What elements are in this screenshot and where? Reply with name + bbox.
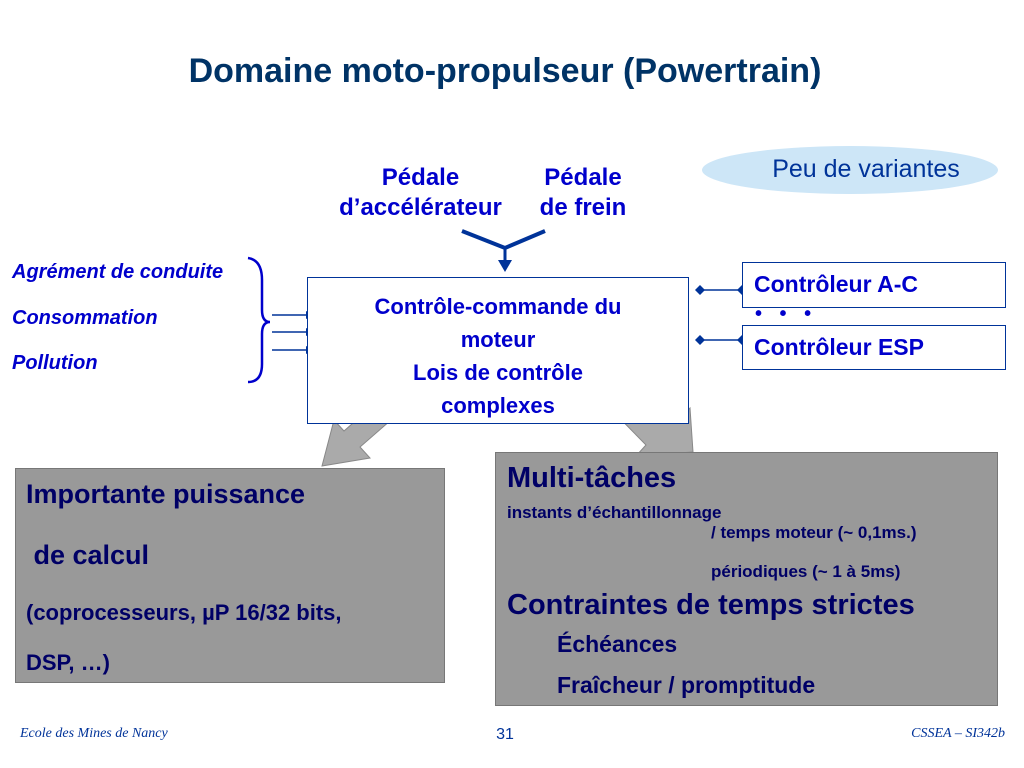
controller-esp-box: Contrôleur ESP <box>742 325 1006 370</box>
input-brace <box>247 256 271 384</box>
periodic-text: périodiques (~ 1 à 5ms) <box>711 562 901 581</box>
computing-power-box <box>15 468 445 683</box>
pedal-down-arrowhead <box>498 260 512 272</box>
input-label-agrement: Agrément de conduite <box>12 261 224 283</box>
controller-links <box>695 285 747 345</box>
computing-power-line2: de calcul <box>26 540 150 570</box>
input-label-pollution: Pollution <box>12 352 98 374</box>
engine-control-box: Contrôle-commande du moteur Lois de cont… <box>307 277 689 424</box>
slide-title: Domaine moto-propulseur (Powertrain) <box>188 52 822 90</box>
engine-box-line3: Lois de contrôle <box>413 360 583 385</box>
brake-pedal-label: Pédale de frein <box>528 163 638 223</box>
strict-timing-heading: Contraintes de temps strictes <box>507 589 915 621</box>
freshness-item: Fraîcheur / promptitude <box>557 672 816 698</box>
timing-constraints-box <box>495 452 998 706</box>
sampling-instants-text: instants d’échantillonnage <box>507 503 722 522</box>
footer-course: CSSEA – SI342b <box>911 726 1005 741</box>
pedal-merge-connector <box>461 229 546 251</box>
engine-box-line4: complexes <box>441 393 555 418</box>
variants-badge-text: Peu de variantes <box>772 155 960 183</box>
brake-pedal-line2: de frein <box>539 194 627 221</box>
controller-ellipsis: • • • <box>755 303 818 325</box>
variants-badge-bg <box>702 146 998 194</box>
accelerator-pedal-line1: Pédale <box>381 164 460 191</box>
multitask-heading: Multi-tâches <box>507 462 677 494</box>
accelerator-pedal-line2: d’accélérateur <box>339 194 502 221</box>
accelerator-pedal-label: Pédale d’accélérateur <box>318 163 523 223</box>
controller-ac-box: Contrôleur A-C <box>742 262 1006 308</box>
engine-time-text: / temps moteur (~ 0,1ms.) <box>711 523 917 542</box>
brake-pedal-line1: Pédale <box>544 164 622 191</box>
page-number: 31 <box>496 726 514 743</box>
computing-power-line1: Importante puissance <box>26 479 306 509</box>
footer-school: Ecole des Mines de Nancy <box>20 726 168 741</box>
computing-power-line3: (coprocesseurs, µP 16/32 bits, <box>26 600 342 625</box>
engine-box-line2: moteur <box>460 327 536 352</box>
deadlines-item: Échéances <box>557 631 678 657</box>
engine-box-line1: Contrôle-commande du <box>374 294 622 319</box>
input-label-consommation: Consommation <box>12 307 158 329</box>
computing-power-line4: DSP, …) <box>26 650 110 675</box>
